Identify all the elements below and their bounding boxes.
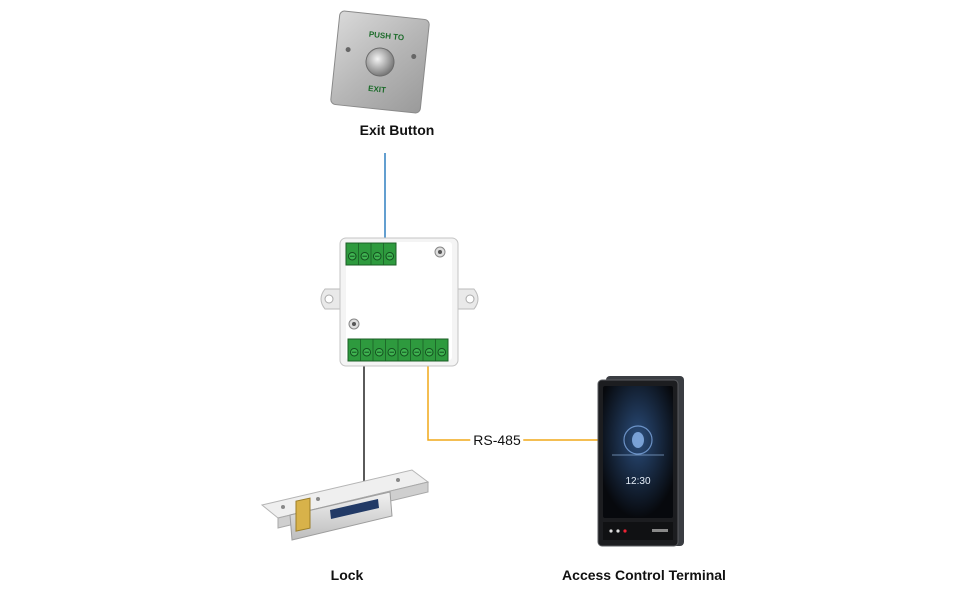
rs485-label: RS-485: [470, 432, 524, 448]
lock-device: [260, 469, 430, 541]
rs485-wire: [427, 366, 598, 441]
exit-text: EXIT: [368, 84, 387, 95]
access-terminal-device: 12:30: [597, 376, 684, 547]
exit-button-label: Exit Button: [359, 122, 435, 138]
terminal-time-text: 12:30: [625, 476, 650, 487]
terminal-label: Access Control Terminal: [562, 567, 726, 583]
exit-button-device: PUSH TO EXIT: [330, 10, 430, 114]
controller-module: [320, 237, 479, 367]
push-to-text: PUSH TO: [368, 30, 404, 43]
lock-label: Lock: [330, 567, 364, 583]
